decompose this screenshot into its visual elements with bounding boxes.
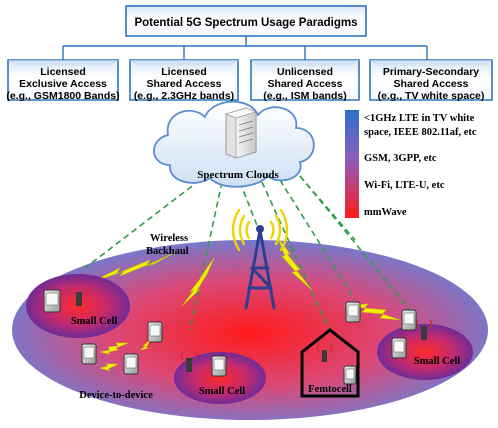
small-cell-right: Small Cell <box>377 309 473 380</box>
phone-icon <box>391 337 407 359</box>
category-line3: (e.g., 2.3GHz bands) <box>134 90 234 102</box>
category-line1: Licensed <box>40 66 86 78</box>
bolt-icon <box>99 342 129 355</box>
macro-tower-icon <box>231 208 289 310</box>
category-line2: Shared Access <box>268 78 343 90</box>
bolt-icon <box>91 251 177 283</box>
backhaul-bolts: Wireless Backhaul <box>91 233 401 321</box>
category-box-primary-secondary: Primary-Secondary Shared Access (e.g., T… <box>369 59 493 102</box>
title-box: Potential 5G Spectrum Usage Paradigms <box>125 5 367 37</box>
phone-icon <box>81 343 97 365</box>
cloud-links <box>84 175 411 333</box>
femtocell-house: Femtocell <box>300 328 360 398</box>
spectrum-cloud: Spectrum Clouds <box>153 100 315 188</box>
cloud-label: Spectrum Clouds <box>197 169 279 181</box>
legend-line2: space, IEEE 802.11af, etc <box>364 127 477 138</box>
spectrum-legend: <1GHz LTE in TV white space, IEEE 802.11… <box>345 110 477 218</box>
bolt-icon <box>99 363 119 372</box>
phone-icon <box>211 355 227 377</box>
category-line2: Shared Access <box>147 78 222 90</box>
legend-color-bar <box>345 110 359 218</box>
server-icon <box>225 107 257 159</box>
phone-icon <box>43 289 61 313</box>
femtocell-label: Femtocell <box>308 384 352 395</box>
category-line3: (e.g., ISM bands) <box>263 90 346 102</box>
small-cell-label: Small Cell <box>199 386 245 397</box>
small-cell-antenna-icon <box>180 351 198 372</box>
category-line3: (e.g., GSM1800 Bands) <box>6 90 119 102</box>
category-box-licensed-exclusive: Licensed Exclusive Access (e.g., GSM1800… <box>6 59 120 102</box>
phone-icon <box>343 365 357 385</box>
small-cell-left: Small Cell <box>26 274 130 338</box>
category-box-licensed-shared: Licensed Shared Access (e.g., 2.3GHz ban… <box>129 59 239 102</box>
phone-icon <box>345 301 361 323</box>
phone-icon <box>401 309 417 331</box>
device-to-device-group: Device-to-device <box>79 321 163 401</box>
d2d-label: Device-to-device <box>79 390 153 401</box>
diagram-title: Potential 5G Spectrum Usage Paradigms <box>134 17 357 29</box>
tree-connectors <box>62 36 428 60</box>
bolt-icon <box>181 257 215 307</box>
bolt-icon <box>139 339 151 351</box>
small-cell-center: Small Cell <box>174 351 266 404</box>
phone-icon <box>123 353 139 375</box>
category-line1: Unlicensed <box>277 66 333 78</box>
small-cell-antenna-icon <box>70 285 88 306</box>
legend-line1: <1GHz LTE in TV white <box>364 113 475 124</box>
small-cell-label: Small Cell <box>414 356 460 367</box>
small-cell-label: Small Cell <box>71 316 117 327</box>
phone-icon <box>147 321 163 343</box>
category-box-unlicensed-shared: Unlicensed Shared Access (e.g., ISM band… <box>250 59 360 102</box>
legend-line5: mmWave <box>364 207 407 218</box>
category-line3: (e.g., TV white space) <box>378 90 485 102</box>
category-line2: Shared Access <box>394 78 469 90</box>
legend-line4: Wi-Fi, LTE-U, etc <box>364 180 445 191</box>
paradigm-tree: Potential 5G Spectrum Usage Paradigms Li… <box>6 5 493 102</box>
bolt-icon <box>277 237 313 291</box>
legend-line3: GSM, 3GPP, etc <box>364 153 437 164</box>
wireless-label: Wireless <box>150 233 188 244</box>
backhaul-label: Backhaul <box>146 246 189 257</box>
house-icon <box>300 328 360 398</box>
category-line1: Primary-Secondary <box>383 66 479 78</box>
macro-cell-coverage <box>12 240 488 420</box>
femtocell-antenna-icon <box>316 343 333 362</box>
category-line1: Licensed <box>161 66 207 78</box>
bolt-icon <box>343 303 401 321</box>
category-line2: Exclusive Access <box>19 78 107 90</box>
